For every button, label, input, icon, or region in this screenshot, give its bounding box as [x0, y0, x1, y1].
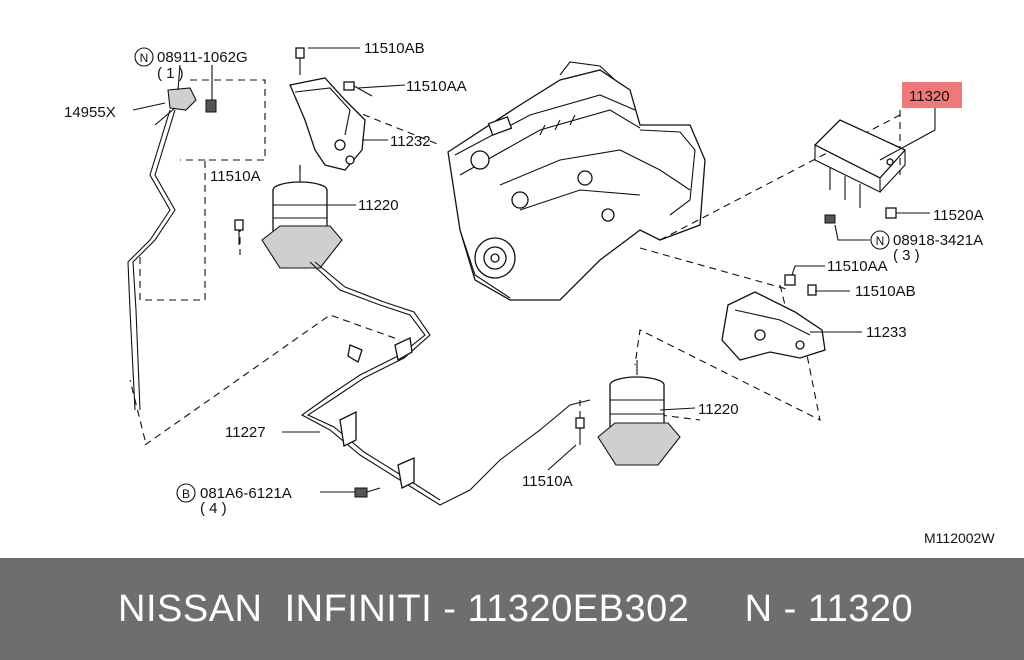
label-11220-lower: 11220: [698, 401, 739, 418]
b-badge-081a6-letter: B: [182, 487, 190, 501]
bracket-11320: [813, 119, 907, 224]
leader-lines: [132, 47, 936, 493]
label-11510ab-top: 11510AB: [364, 40, 425, 57]
n-badge-08918: [870, 230, 890, 250]
diagram-canvas: N 08911-1062G ( 1 ) 14955X 11510AB 11510…: [64, 40, 995, 546]
footer-bar: NISSAN INFINITI - 11320EB302 N - 11320: [0, 558, 1024, 660]
label-08918-qty: ( 3 ): [893, 247, 920, 264]
engine-mount-11220-upper: [234, 165, 343, 269]
sensor-14955x: [127, 87, 217, 411]
label-11233: 11233: [866, 324, 907, 341]
label-11510a-lower: 11510A: [522, 473, 573, 490]
n-badge-08911: [134, 47, 154, 67]
label-11320: 11320: [909, 88, 950, 105]
parts-diagram: N 08911-1062G ( 1 ) 14955X 11510AB 11510…: [64, 40, 996, 546]
diagram-code: M112002W: [924, 530, 995, 546]
part-labels: N 08911-1062G ( 1 ) 14955X 11510AB 11510…: [64, 40, 995, 546]
harness-11227: [300, 261, 591, 506]
n-badge-08918-letter: N: [876, 234, 885, 248]
label-081a6-6121a: 081A6-6121A: [200, 485, 292, 502]
label-11227: 11227: [225, 424, 266, 441]
n-badge-08911-letter: N: [140, 51, 149, 65]
highlight-box-11320: [902, 82, 962, 108]
label-11510ab-right: 11510AB: [855, 283, 916, 300]
label-11510aa-right: 11510AA: [827, 258, 888, 275]
label-08911-1062g: 08911-1062G: [157, 49, 248, 66]
label-11520a: 11520A: [933, 207, 984, 224]
bracket-11233: [721, 274, 826, 361]
label-14955x: 14955X: [64, 104, 116, 121]
label-08911-qty: ( 1 ): [157, 65, 184, 82]
footer-part-number: NISSAN INFINITI - 11320EB302 N - 11320: [118, 587, 914, 630]
label-11220-upper: 11220: [358, 197, 399, 214]
bracket-11232: [289, 47, 373, 171]
engine-block: [447, 61, 706, 301]
label-081a6-qty: ( 4 ): [200, 500, 227, 517]
engine-mount-11220-lower: [575, 360, 681, 466]
label-11510aa-top: 11510AA: [406, 78, 467, 95]
label-08918-3421a: 08918-3421A: [893, 232, 983, 249]
label-11232: 11232: [390, 133, 431, 150]
label-11510a-left: 11510A: [210, 168, 261, 185]
b-badge-081a6: [176, 483, 196, 503]
